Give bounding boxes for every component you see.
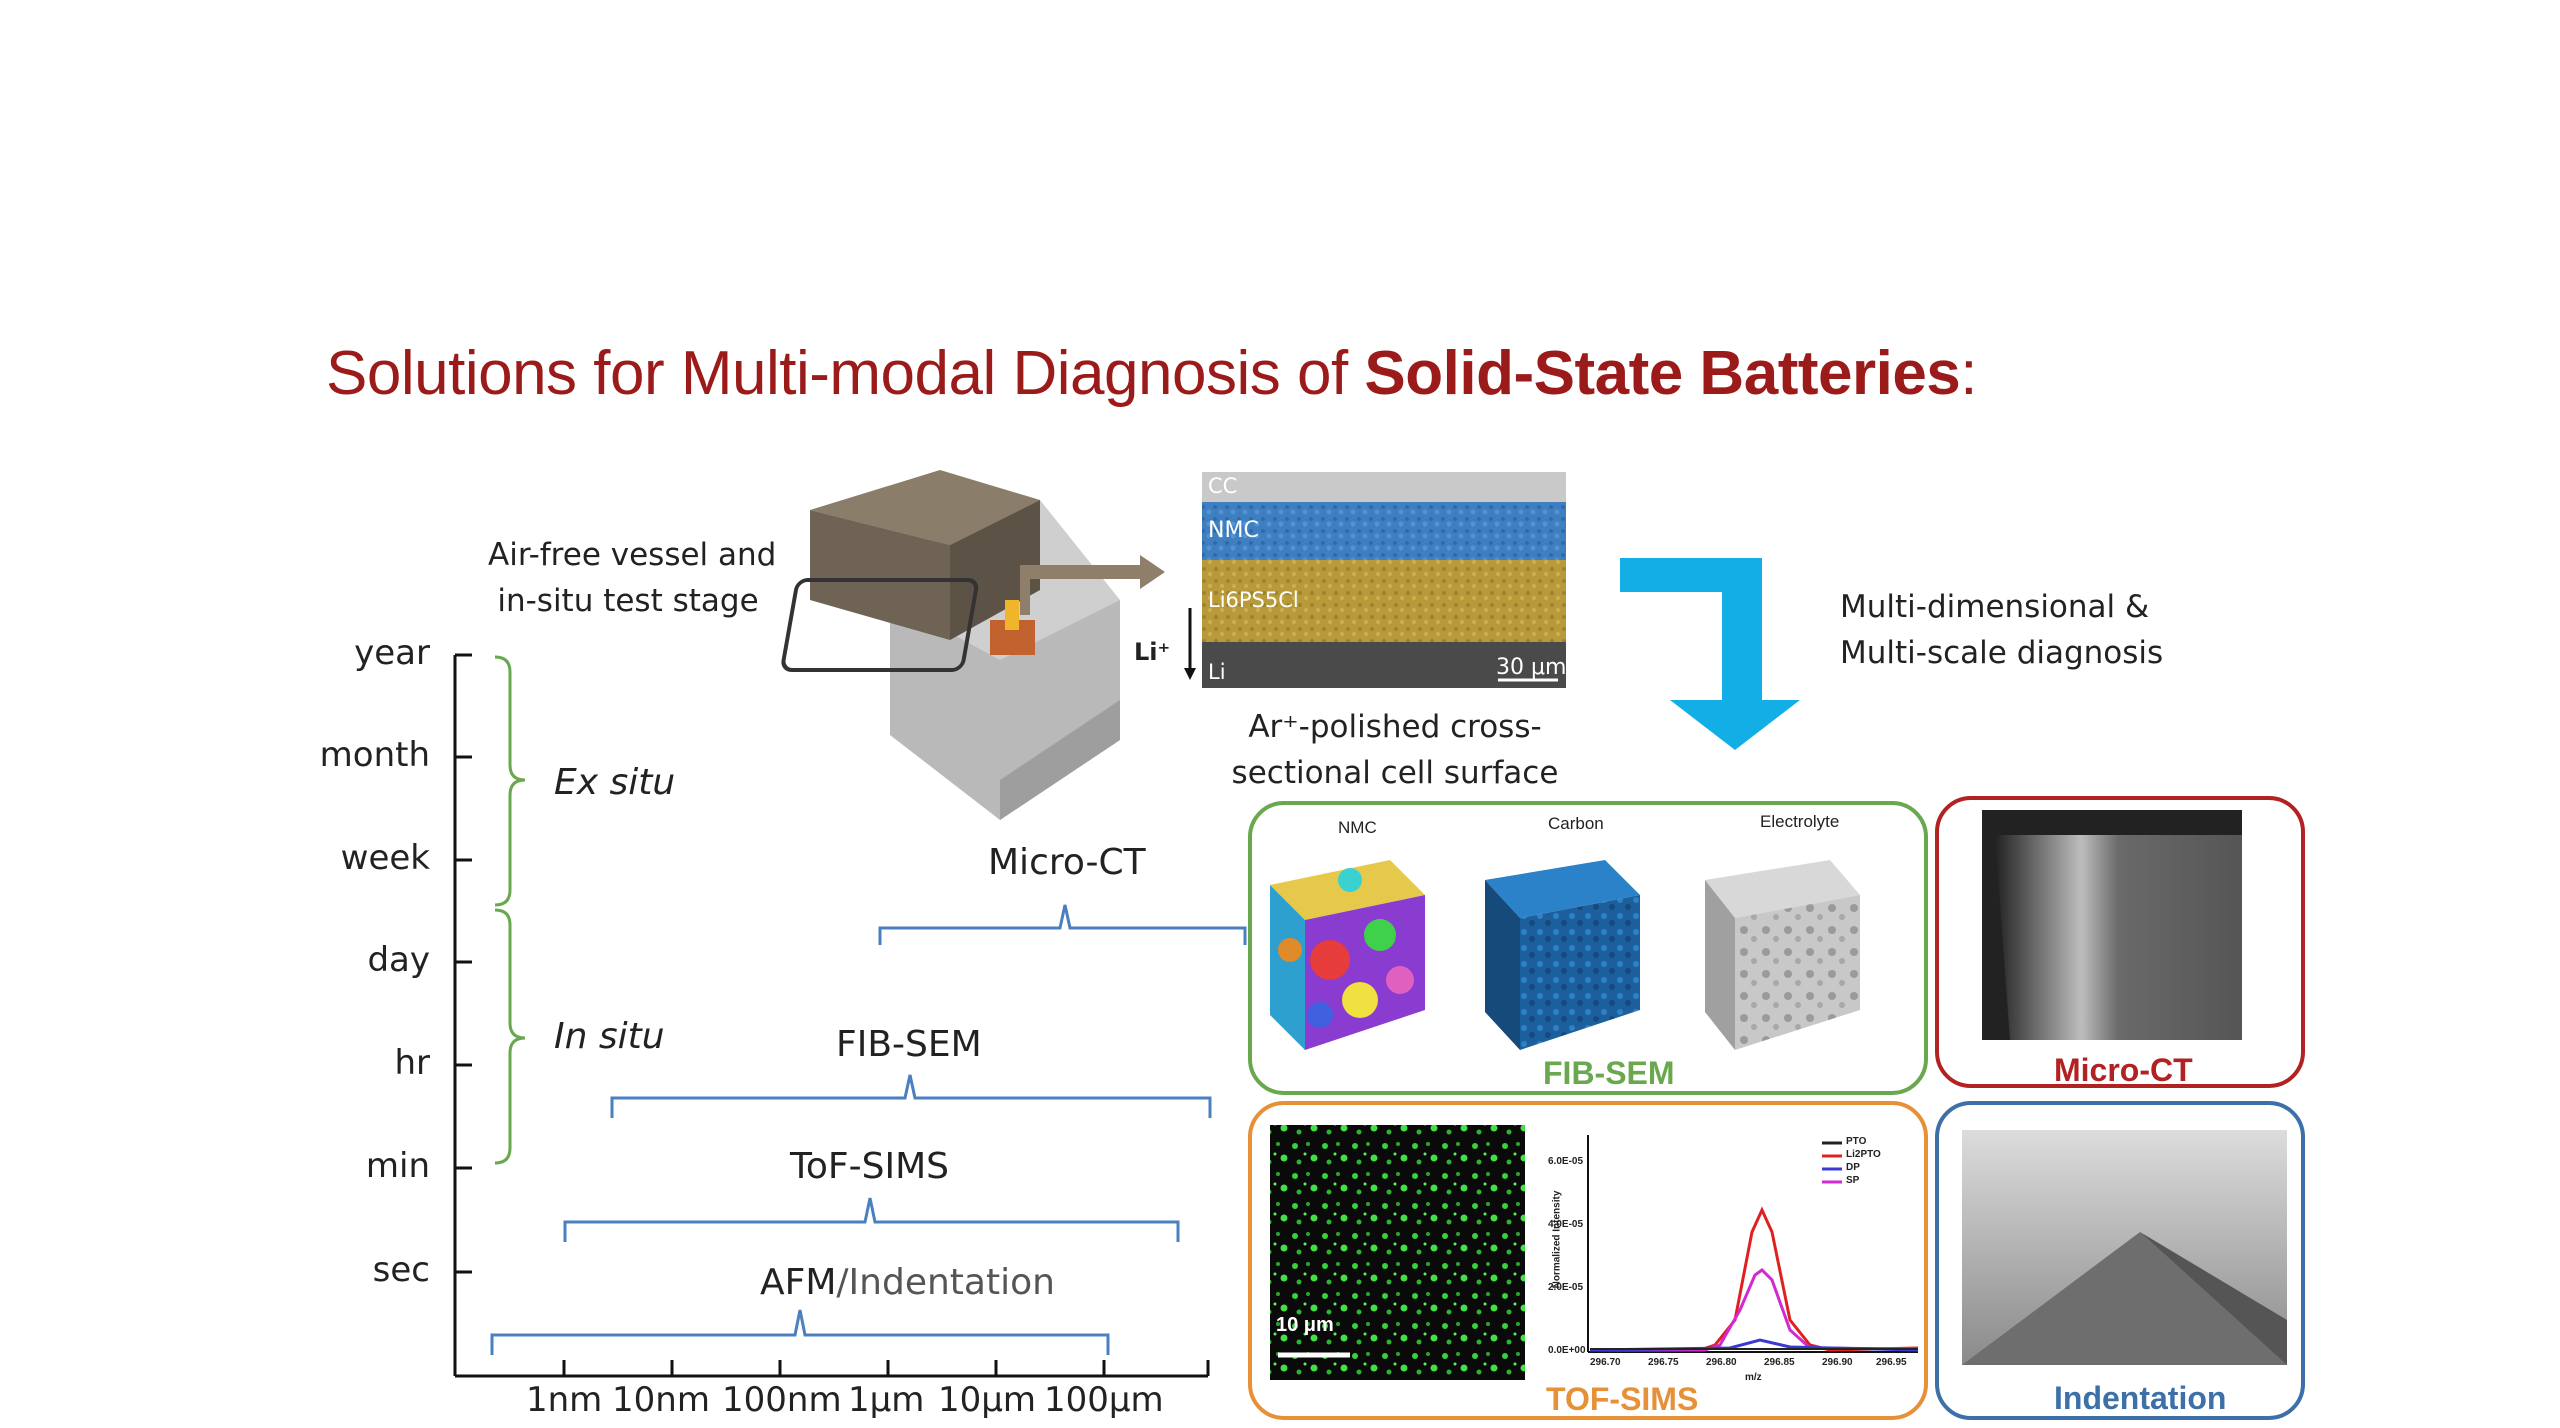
time-label-sec: sec (290, 1250, 430, 1290)
length-label-100nm: 100nm (722, 1380, 842, 1420)
layer-label-li: Li (1208, 660, 1226, 684)
length-label-10nm: 10nm (612, 1380, 710, 1420)
length-ticks (564, 1360, 1208, 1376)
tof-sims-panel-title: TOF-SIMS (1546, 1381, 1698, 1418)
micro-ct-label: Micro-CT (988, 842, 1146, 883)
li-ion-arrow (1184, 668, 1196, 680)
xtick-4: 296.90 (1822, 1357, 1853, 1368)
fib-sem-carbon-label: Carbon (1548, 814, 1604, 834)
afm-indentation-label: AFM/Indentation (760, 1262, 1055, 1303)
situ-braces (495, 657, 525, 1163)
tof-sims-scale-label: 10 μm (1276, 1314, 1334, 1337)
xtick-0: 296.70 (1590, 1357, 1621, 1368)
multi-scale-caption: Multi-dimensional & Multi-scale diagnosi… (1840, 584, 2163, 676)
cross-section-caption: Ar⁺-polished cross- sectional cell surfa… (1210, 704, 1580, 796)
fib-sem-label: FIB-SEM (836, 1024, 982, 1065)
multi-scale-caption-line2: Multi-scale diagnosis (1840, 630, 2163, 676)
in-situ-brace (495, 910, 525, 1163)
time-label-year: year (290, 633, 430, 673)
tof-sims-plot-ylabel: Normalized Intensity (1551, 1191, 1562, 1289)
vessel-caption-line2: in-situ test stage (488, 578, 768, 624)
tof-sims-panel (1250, 1103, 1926, 1418)
tof-sims-label: ToF-SIMS (790, 1146, 949, 1187)
micro-ct-panel (1937, 798, 2303, 1086)
afm-text: AFM (760, 1262, 836, 1303)
fib-sem-panel-title: FIB-SEM (1543, 1055, 1675, 1092)
time-label-hr: hr (290, 1043, 430, 1083)
fib-sem-electrolyte-label: Electrolyte (1760, 812, 1839, 832)
cross-section-caption-line1: Ar⁺-polished cross- (1210, 704, 1580, 750)
legend-pto: PTO (1846, 1136, 1866, 1147)
vessel-caption: Air-free vessel and in-situ test stage (488, 532, 768, 624)
afm-bracket (492, 1310, 1108, 1355)
indentation-text: /Indentation (836, 1262, 1055, 1303)
vessel-caption-line1: Air-free vessel and (488, 532, 768, 578)
air-free-vessel-illustration (782, 470, 1165, 820)
time-ticks (455, 655, 472, 1272)
legend-li2pto: Li2PTO (1846, 1149, 1881, 1160)
legend-sp: SP (1846, 1175, 1859, 1186)
ytick-2: 4.0E-05 (1548, 1219, 1583, 1230)
ytick-3: 6.0E-05 (1548, 1156, 1583, 1167)
in-situ-label: In situ (554, 1016, 665, 1057)
legend-dp: DP (1846, 1162, 1860, 1173)
micro-ct-panel-title: Micro-CT (2054, 1052, 2193, 1089)
layer-label-electrolyte: Li6PS5Cl (1208, 588, 1299, 612)
time-label-month: month (290, 735, 430, 775)
indentation-panel (1937, 1103, 2303, 1418)
xtick-5: 296.95 (1876, 1357, 1907, 1368)
micro-ct-bracket (880, 905, 1245, 945)
time-label-day: day (290, 940, 430, 980)
tof-sims-plot-xlabel: m/z (1745, 1372, 1762, 1383)
xtick-1: 296.75 (1648, 1357, 1679, 1368)
ex-situ-label: Ex situ (554, 762, 675, 803)
multi-scale-caption-line1: Multi-dimensional & (1840, 584, 2163, 630)
ytick-1: 2.0E-05 (1548, 1282, 1583, 1293)
length-label-100um: 100μm (1044, 1380, 1164, 1420)
cc-layer (1202, 472, 1566, 502)
xtick-2: 296.80 (1706, 1357, 1737, 1368)
ex-situ-brace (495, 657, 525, 905)
fib-sem-panel (1250, 803, 1926, 1093)
cross-section-caption-line2: sectional cell surface (1210, 750, 1580, 796)
indentation-panel-title: Indentation (2054, 1380, 2226, 1417)
xtick-3: 296.85 (1764, 1357, 1795, 1368)
cross-section-scale-label: 30 μm (1496, 655, 1566, 680)
multi-scale-arrow (1620, 558, 1800, 750)
time-label-week: week (290, 838, 430, 878)
tof-sims-bracket (565, 1198, 1178, 1242)
tof-sims-map (1270, 1125, 1525, 1380)
length-label-1nm: 1nm (526, 1380, 602, 1420)
layer-label-nmc: NMC (1208, 518, 1259, 543)
layer-label-cc: CC (1208, 474, 1237, 498)
fib-sem-nmc-label: NMC (1338, 818, 1377, 838)
length-label-10um: 10μm (938, 1380, 1036, 1420)
time-label-min: min (290, 1146, 430, 1186)
fib-sem-bracket (612, 1075, 1210, 1118)
length-label-1um: 1μm (848, 1380, 924, 1420)
li-ion-label: Li⁺ (1134, 638, 1170, 666)
ytick-0: 0.0E+00 (1548, 1345, 1586, 1356)
